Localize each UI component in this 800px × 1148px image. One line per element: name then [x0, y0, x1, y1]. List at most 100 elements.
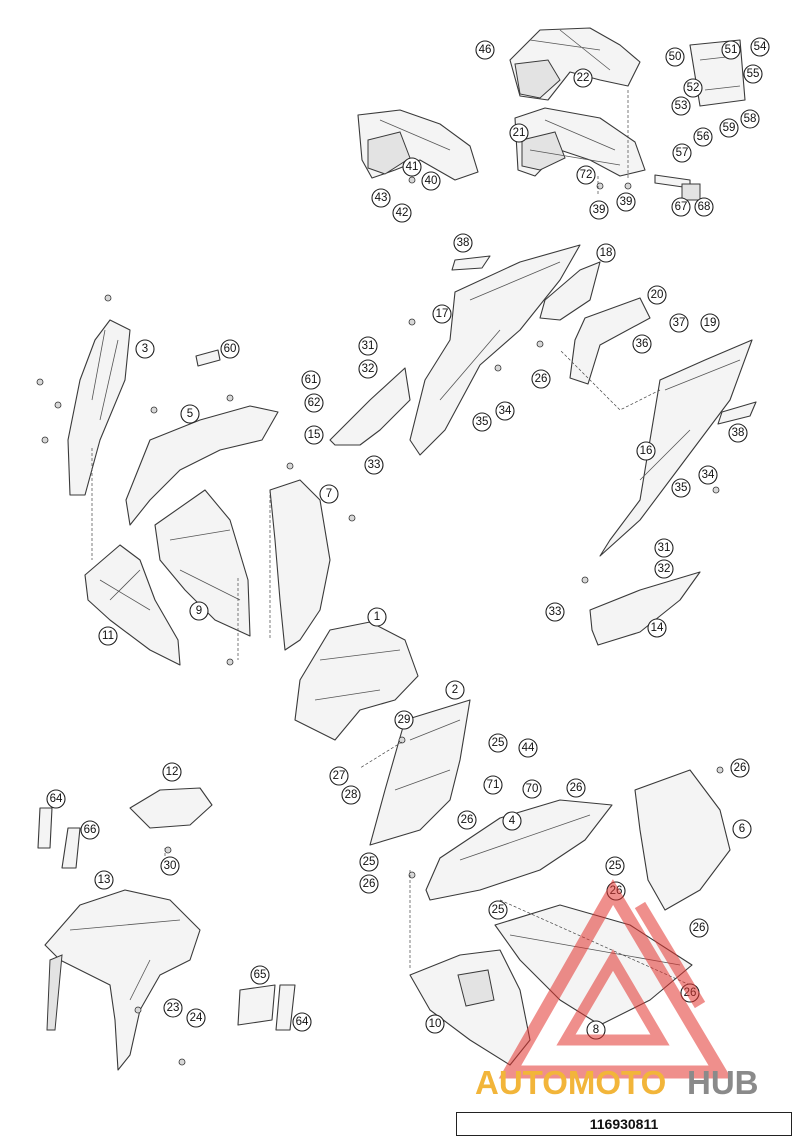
svg-text:1: 1 — [374, 611, 380, 623]
svg-text:26: 26 — [734, 762, 747, 774]
svg-text:40: 40 — [425, 175, 438, 187]
callout-4: 4 — [502, 811, 522, 831]
callout-14: 14 — [647, 618, 667, 638]
svg-text:HUB: HUB — [687, 1064, 759, 1101]
fairing-panel-part-7 — [269, 479, 331, 651]
callout-57: 57 — [672, 143, 692, 163]
svg-text:64: 64 — [50, 793, 63, 805]
callout-39b: 39 — [616, 192, 636, 212]
svg-text:AUTOMOTO: AUTOMOTO — [475, 1064, 666, 1101]
callout-9: 9 — [189, 601, 209, 621]
fairing-panel-part-9 — [154, 489, 251, 637]
callout-34b: 34 — [698, 465, 718, 485]
svg-text:17: 17 — [436, 308, 449, 320]
svg-text:62: 62 — [308, 397, 321, 409]
callout-55: 55 — [743, 64, 763, 84]
svg-text:33: 33 — [549, 606, 562, 618]
svg-text:34: 34 — [499, 405, 512, 417]
callout-26e: 26 — [359, 874, 379, 894]
svg-text:70: 70 — [526, 783, 539, 795]
svg-text:64: 64 — [296, 1016, 309, 1028]
callout-28: 28 — [341, 785, 361, 805]
svg-text:2: 2 — [452, 684, 458, 696]
svg-text:42: 42 — [396, 207, 409, 219]
svg-text:35: 35 — [675, 482, 688, 494]
svg-text:26: 26 — [461, 814, 474, 826]
svg-text:55: 55 — [747, 68, 760, 80]
svg-text:16: 16 — [640, 445, 653, 457]
callout-38b: 38 — [728, 423, 748, 443]
cover-part-15 — [329, 367, 411, 446]
callout-64b: 64 — [292, 1012, 312, 1032]
bracket-part-12 — [129, 787, 213, 829]
watermark-wordmark: AUTOMOTO HUB — [475, 1064, 759, 1101]
callout-59: 59 — [719, 118, 739, 138]
callout-26d: 26 — [457, 810, 477, 830]
svg-text:24: 24 — [190, 1012, 203, 1024]
svg-text:27: 27 — [333, 770, 346, 782]
callout-19: 19 — [700, 313, 720, 333]
svg-text:11: 11 — [102, 630, 114, 642]
callout-24: 24 — [186, 1008, 206, 1028]
svg-text:35: 35 — [476, 416, 489, 428]
svg-text:39: 39 — [593, 204, 606, 216]
callout-32a: 32 — [358, 359, 378, 379]
callout-6: 6 — [732, 819, 752, 839]
callout-64a: 64 — [46, 789, 66, 809]
svg-text:39: 39 — [620, 196, 633, 208]
callout-35a: 35 — [472, 412, 492, 432]
svg-text:67: 67 — [675, 201, 688, 213]
svg-text:26: 26 — [693, 922, 706, 934]
svg-text:32: 32 — [362, 363, 375, 375]
svg-text:26: 26 — [363, 878, 376, 890]
windshield-part-1 — [294, 621, 419, 741]
svg-text:33: 33 — [368, 459, 381, 471]
svg-text:52: 52 — [687, 82, 700, 94]
tail-light-lower-part-21 — [514, 107, 646, 177]
callout-31a: 31 — [358, 336, 378, 356]
callout-30: 30 — [160, 856, 180, 876]
callout-13: 13 — [94, 870, 114, 890]
bracket-part-20 — [569, 297, 651, 385]
callout-60: 60 — [220, 339, 240, 359]
svg-text:37: 37 — [673, 317, 686, 329]
svg-text:68: 68 — [698, 201, 711, 213]
svg-text:14: 14 — [651, 622, 664, 634]
svg-text:56: 56 — [697, 131, 710, 143]
callout-25a: 25 — [488, 733, 508, 753]
callout-50: 50 — [665, 47, 685, 67]
callout-51: 51 — [721, 40, 741, 60]
callout-29: 29 — [394, 710, 414, 730]
fairing-panel-part-11 — [84, 544, 181, 666]
svg-text:29: 29 — [398, 714, 411, 726]
callout-26g: 26 — [689, 918, 709, 938]
svg-text:5: 5 — [187, 408, 193, 420]
side-fairing-part-2 — [369, 699, 471, 846]
svg-text:21: 21 — [513, 127, 526, 139]
svg-text:57: 57 — [676, 147, 689, 159]
cover-part-14 — [589, 571, 701, 646]
svg-text:13: 13 — [98, 874, 111, 886]
callout-62: 62 — [304, 393, 324, 413]
svg-text:32: 32 — [658, 563, 671, 575]
svg-text:25: 25 — [492, 904, 505, 916]
svg-text:9: 9 — [196, 605, 202, 617]
headlight-mask-part-3 — [67, 319, 131, 496]
callout-58: 58 — [740, 109, 760, 129]
watermark-logo — [498, 879, 732, 1079]
svg-text:65: 65 — [254, 969, 267, 981]
svg-text:66: 66 — [84, 824, 97, 836]
callout-41: 41 — [402, 157, 422, 177]
callout-44: 44 — [518, 738, 538, 758]
svg-text:26: 26 — [535, 373, 548, 385]
callout-2: 2 — [445, 680, 465, 700]
svg-text:25: 25 — [492, 737, 505, 749]
callout-27: 27 — [329, 766, 349, 786]
callout-72: 72 — [576, 165, 596, 185]
svg-text:46: 46 — [479, 44, 492, 56]
callout-12: 12 — [162, 762, 182, 782]
callout-31b: 31 — [654, 538, 674, 558]
svg-text:19: 19 — [704, 317, 717, 329]
callout-15: 15 — [304, 425, 324, 445]
